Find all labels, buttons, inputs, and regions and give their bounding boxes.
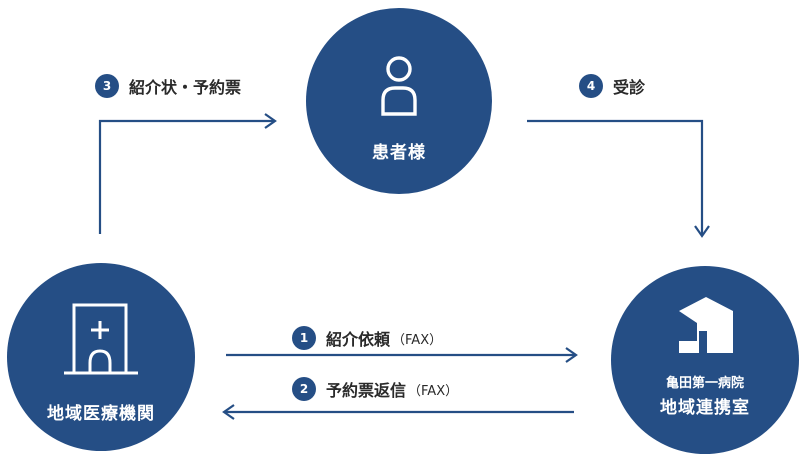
step-suffix: （FAX） (392, 332, 443, 348)
step-label: 予約票返信 (326, 381, 407, 400)
step-number-badge: 4 (579, 74, 603, 98)
hospital-logo-icon (679, 297, 733, 353)
step-number-badge: 3 (95, 74, 119, 98)
step-number-badge: 1 (292, 326, 316, 350)
step-2: 2 予約票返信 （FAX） (292, 377, 458, 401)
hospital-node: 亀田第一病院 地域連携室 (611, 266, 799, 454)
step-label: 紹介依頼 (326, 330, 391, 349)
person-icon (381, 56, 417, 116)
hospital-name: 亀田第一病院 (665, 376, 744, 391)
patient-node: 患者様 (306, 8, 492, 194)
step-number-badge: 2 (292, 377, 316, 401)
step-4: 4 受診 (579, 74, 645, 98)
step-label: 紹介状・予約票 (129, 78, 242, 97)
clinic-label: 地域医療機関 (47, 404, 155, 424)
step-label: 受診 (613, 78, 646, 97)
arrow-step-4 (527, 119, 704, 235)
step-suffix: （FAX） (408, 383, 459, 399)
step-1: 1 紹介依頼 （FAX） (292, 326, 442, 350)
arrow-step-3 (98, 119, 274, 234)
clinic-building-icon (64, 303, 138, 375)
hospital-department: 地域連携室 (660, 398, 750, 418)
patient-label: 患者様 (372, 143, 426, 163)
clinic-node: 地域医療機関 (7, 263, 195, 451)
step-3: 3 紹介状・予約票 (95, 74, 241, 98)
